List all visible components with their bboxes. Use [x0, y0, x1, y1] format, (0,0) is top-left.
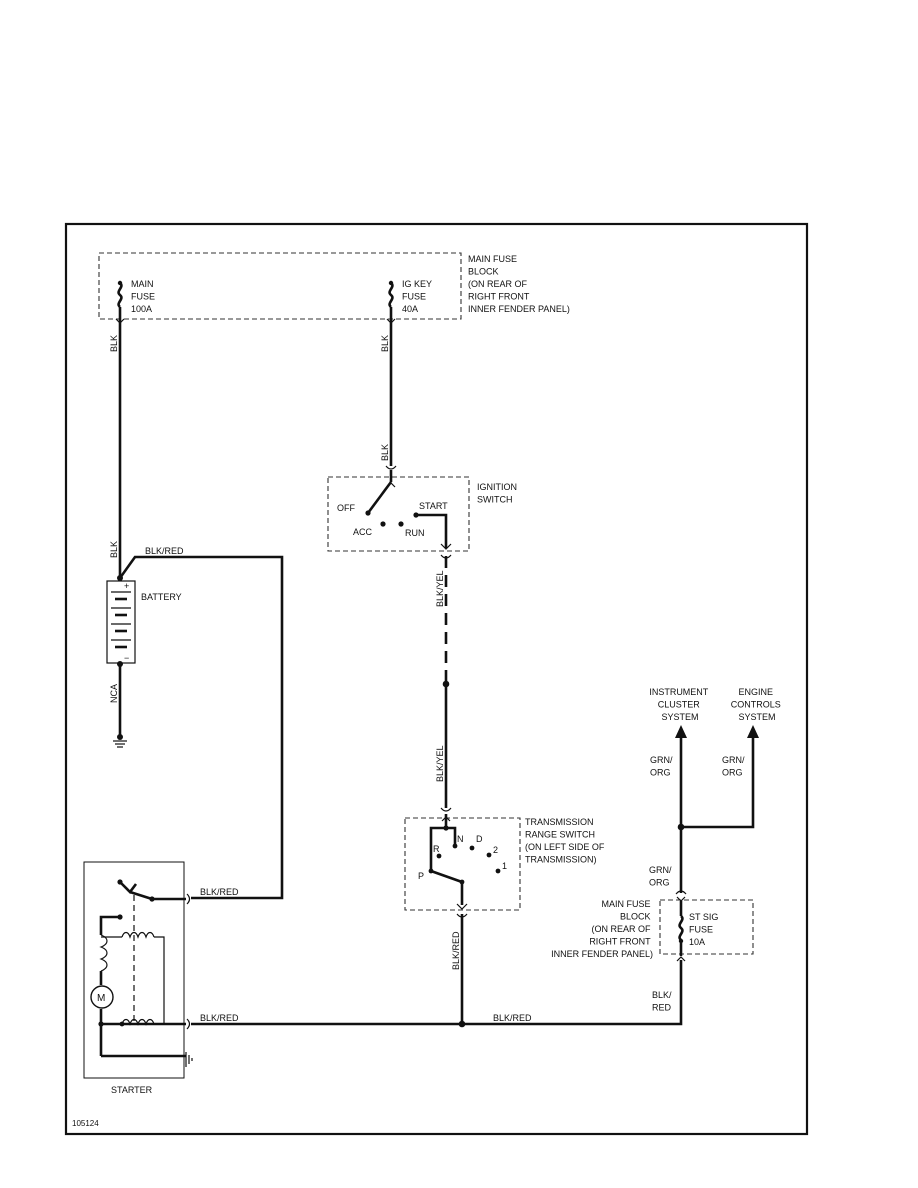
figure-id: 105124: [72, 1119, 99, 1128]
battery-minus-label: −: [124, 653, 129, 663]
main-fuse-block: MAIN FUSE BLOCK (ON REAR OF RIGHT FRONT …: [98, 252, 570, 324]
instrument-cluster-label: INSTRUMENT CLUSTER SYSTEM: [649, 687, 710, 722]
trs-n-label: N: [457, 834, 464, 844]
arrow-to-instrument-cluster: [675, 725, 687, 738]
transmission-range-switch: TRANSMISSION RANGE SWITCH (ON LEFT SIDE …: [404, 814, 607, 911]
starter-motor-label: M: [97, 993, 105, 1004]
ignition-switch: IGNITION SWITCH OFF ACC RUN START: [327, 470, 520, 552]
wire-label-blk-red-4: BLK/RED: [493, 1013, 532, 1023]
battery: + − BATTERY: [106, 575, 182, 667]
trs-p-label: P: [418, 871, 424, 881]
wire-label-nca: NCA: [109, 684, 119, 703]
starter-label: STARTER: [111, 1085, 153, 1095]
wire-label-blk-2: BLK: [109, 541, 119, 558]
main-fuse-block-title: MAIN FUSE BLOCK (ON REAR OF RIGHT FRONT …: [468, 254, 570, 314]
battery-plus-label: +: [124, 581, 129, 591]
engine-controls-label: ENGINE CONTROLS SYSTEM: [731, 687, 784, 722]
wire-label-blk-yel-1: BLK/YEL: [435, 570, 445, 607]
wire-label-blk-3: BLK: [380, 335, 390, 352]
ground-symbol-battery: [113, 734, 127, 748]
wire-splice-to-engine-controls: [681, 738, 755, 829]
trs-1-label: 1: [502, 861, 507, 871]
wire-label-blk-1: BLK: [109, 335, 119, 352]
wire-label-blk-red-split: BLK/ RED: [652, 990, 674, 1013]
wire-label-blk-red-1: BLK/RED: [145, 546, 184, 556]
wire-label-blk-red-3: BLK/RED: [200, 1013, 239, 1023]
st-sig-fuse-block: MAIN FUSE BLOCK (ON REAR OF RIGHT FRONT …: [551, 896, 754, 962]
trs-r-label: R: [433, 844, 440, 854]
main-fuse-label: MAIN FUSE 100A: [131, 279, 158, 314]
wire-label-blk-yel-2: BLK/YEL: [435, 745, 445, 782]
ignition-run-label: RUN: [405, 528, 425, 538]
wire-label-grn-org-2: GRN/ ORG: [650, 755, 675, 778]
trs-2-label: 2: [493, 845, 498, 855]
wire-battery-to-starter: [118, 555, 284, 900]
wire-label-grn-org-3: GRN/ ORG: [722, 755, 747, 778]
ig-key-fuse-symbol: [386, 280, 396, 324]
wire-label-grn-org-1: GRN/ ORG: [649, 865, 674, 888]
diagram-frame: [64, 222, 809, 1136]
arrow-to-engine-controls: [747, 725, 759, 738]
ignition-start-label: START: [419, 501, 448, 511]
ig-key-fuse-label: IG KEY FUSE 40A: [402, 279, 434, 314]
starter: STARTER M: [83, 861, 193, 1095]
battery-label: BATTERY: [141, 592, 182, 602]
wire-label-blk-red-5: BLK/RED: [451, 931, 461, 970]
st-sig-fuse-label: ST SIG FUSE 10A: [689, 912, 721, 947]
trs-d-label: D: [476, 834, 483, 844]
ignition-switch-title: IGNITION SWITCH: [477, 482, 520, 505]
st-sig-block-title: MAIN FUSE BLOCK (ON REAR OF RIGHT FRONT …: [551, 899, 653, 959]
transmission-range-switch-title: TRANSMISSION RANGE SWITCH (ON LEFT SIDE …: [525, 817, 607, 865]
wire-label-blk-4: BLK: [380, 444, 390, 461]
wire-label-blk-red-2: BLK/RED: [200, 887, 239, 897]
main-fuse-symbol: [115, 280, 125, 324]
wire-splice-to-st-sig-fuse: [462, 960, 683, 1026]
ignition-acc-label: ACC: [353, 527, 373, 537]
ignition-off-label: OFF: [337, 503, 355, 513]
